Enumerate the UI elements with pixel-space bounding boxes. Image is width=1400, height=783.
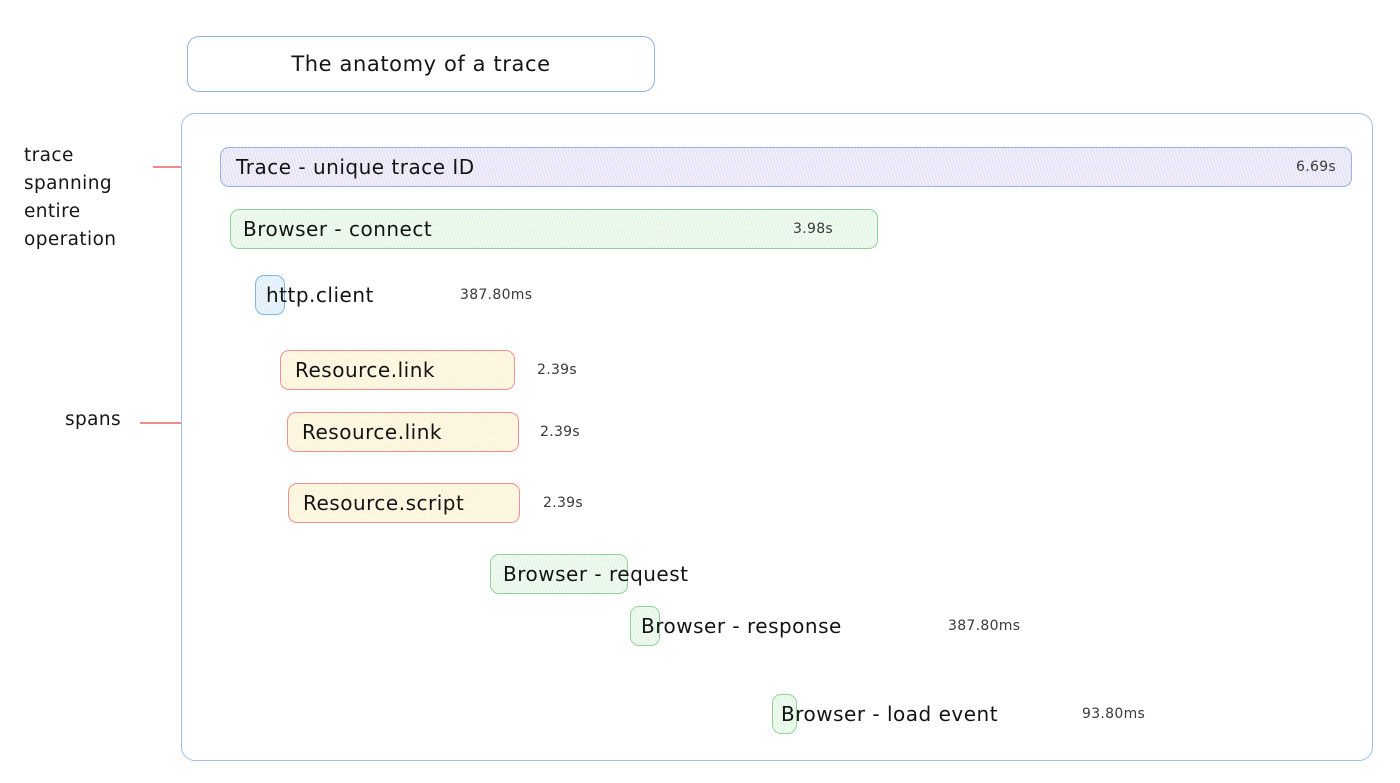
trace-annotation-label: trace spanning entire operation (24, 145, 117, 250)
span-bar-browser-response[interactable] (630, 606, 660, 646)
span-label-browser-response: Browser - response (641, 614, 842, 638)
span-label-trace: Trace - unique trace ID (236, 155, 475, 179)
span-bar-http-client[interactable] (255, 275, 285, 315)
span-row[interactable]: http.client 387.80ms (255, 275, 532, 315)
span-duration-http-client: 387.80ms (460, 287, 533, 303)
span-row[interactable]: Trace - unique trace ID 6.69s (220, 147, 1352, 187)
span-duration-browser-connect: 3.98s (793, 221, 833, 237)
span-label-browser-load-event: Browser - load event (781, 702, 999, 726)
span-duration-resource-link-1: 2.39s (537, 362, 577, 378)
span-bar-browser-request[interactable] (490, 554, 628, 594)
span-row[interactable]: Resource.link 2.39s (280, 350, 577, 390)
spans-annotation-leader-line (140, 422, 215, 424)
span-duration-browser-load-event: 93.80ms (1082, 706, 1146, 722)
span-bar-trace[interactable] (220, 147, 1352, 187)
span-bar-resource-link-1[interactable] (280, 350, 515, 390)
span-row[interactable]: Browser - connect 3.98s (230, 209, 878, 249)
span-row[interactable]: Browser - request (490, 554, 688, 594)
title-box: The anatomy of a trace (187, 36, 655, 92)
span-duration-trace: 6.69s (1296, 159, 1336, 175)
span-bar-resource-script[interactable] (288, 483, 520, 523)
span-label-resource-script: Resource.script (303, 491, 465, 515)
span-label-browser-request: Browser - request (503, 562, 689, 586)
span-label-resource-link-1: Resource.link (295, 358, 435, 382)
span-row[interactable]: Resource.script 2.39s (288, 483, 583, 523)
span-duration-resource-script: 2.39s (543, 495, 583, 511)
page-title: The anatomy of a trace (291, 52, 551, 76)
span-bar-resource-link-2[interactable] (287, 412, 519, 452)
span-label-browser-connect: Browser - connect (243, 217, 433, 241)
span-label-resource-link-2: Resource.link (302, 420, 442, 444)
span-bar-browser-connect[interactable] (230, 209, 878, 249)
span-bar-browser-load-event[interactable] (772, 694, 797, 734)
span-duration-resource-link-2: 2.39s (540, 424, 580, 440)
span-label-http-client: http.client (266, 283, 374, 307)
span-row[interactable]: Browser - load event 93.80ms (772, 694, 1145, 734)
spans-annotation-label: spans (65, 409, 122, 430)
span-row[interactable]: Browser - response 387.80ms (630, 606, 1020, 646)
span-row[interactable]: Resource.link 2.39s (287, 412, 580, 452)
span-duration-browser-response: 387.80ms (948, 618, 1021, 634)
